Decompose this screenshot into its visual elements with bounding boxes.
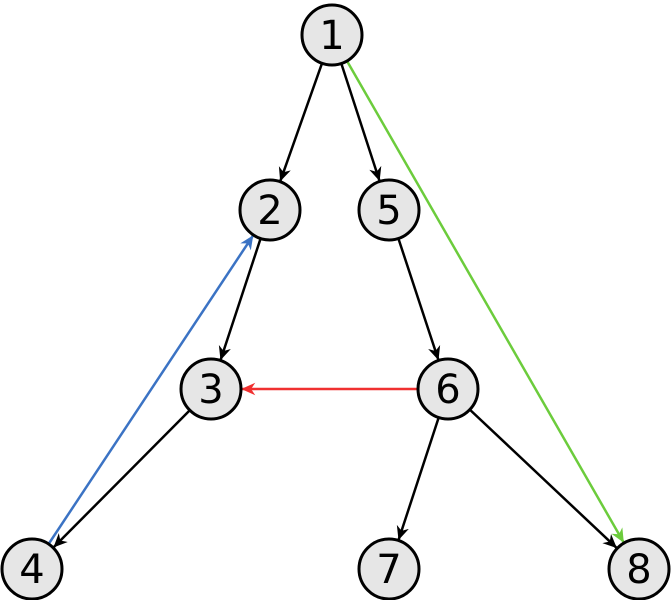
node-label: 7 — [376, 547, 401, 593]
node-2: 2 — [238, 178, 302, 242]
node-7: 7 — [357, 537, 421, 600]
edge-4-to-2 — [47, 235, 254, 545]
node-label: 5 — [376, 188, 401, 234]
node-5: 5 — [357, 178, 421, 242]
node-4: 4 — [0, 537, 64, 600]
node-circle — [238, 178, 302, 242]
node-label: 4 — [19, 547, 44, 593]
node-6: 6 — [416, 357, 480, 421]
node-label: 3 — [198, 367, 223, 413]
edges-layer — [47, 60, 625, 549]
node-circle — [416, 357, 480, 421]
edge-1-to-5 — [340, 63, 382, 182]
node-label: 1 — [319, 13, 344, 59]
edge-6-to-7 — [396, 417, 440, 541]
node-circle — [179, 357, 243, 421]
node-circle — [357, 537, 421, 600]
nodes-layer: 1 2 3 4 5 6 7 8 — [0, 3, 671, 600]
node-circle — [300, 3, 364, 67]
node-1: 1 — [300, 3, 364, 67]
node-circle — [0, 537, 64, 600]
node-3: 3 — [179, 357, 243, 421]
node-label: 8 — [626, 547, 651, 593]
node-circle — [357, 178, 421, 242]
edge-1-to-8 — [345, 60, 625, 543]
edge-5-to-6 — [397, 238, 441, 361]
node-circle — [607, 537, 671, 600]
edge-3-to-4 — [53, 409, 191, 548]
edge-2-to-3 — [218, 238, 262, 361]
node-label: 6 — [435, 367, 460, 413]
node-8: 8 — [607, 537, 671, 600]
node-label: 2 — [257, 188, 282, 234]
edge-6-to-8 — [468, 408, 618, 549]
edge-1-to-2 — [278, 62, 324, 182]
